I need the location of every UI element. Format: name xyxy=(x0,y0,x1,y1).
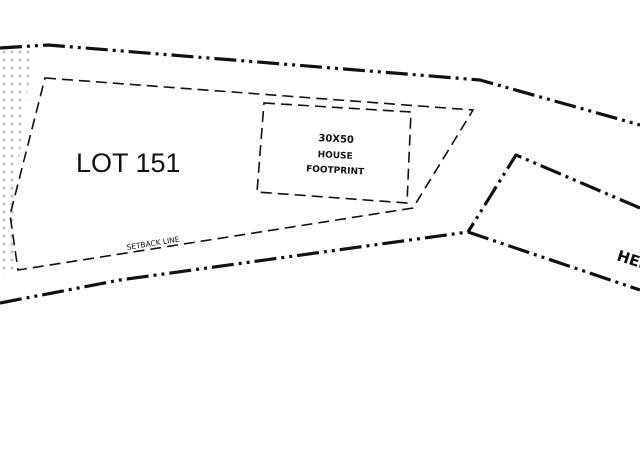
lot-boundary-line-south xyxy=(0,230,640,305)
footprint-label-line3: FOOTPRINT xyxy=(306,164,365,177)
adjacent-lot-boundary xyxy=(466,153,640,233)
lot-boundary-line xyxy=(0,43,640,127)
hatched-area xyxy=(0,45,34,275)
lot-label: LOT 151 xyxy=(76,148,181,178)
adjacent-lot-label: HEN xyxy=(615,247,640,275)
footprint-label-line1: 30X50 xyxy=(318,133,354,146)
footprint-label-line2: HOUSE xyxy=(317,150,353,162)
house-footprint xyxy=(256,102,412,204)
setback-line xyxy=(9,77,475,271)
